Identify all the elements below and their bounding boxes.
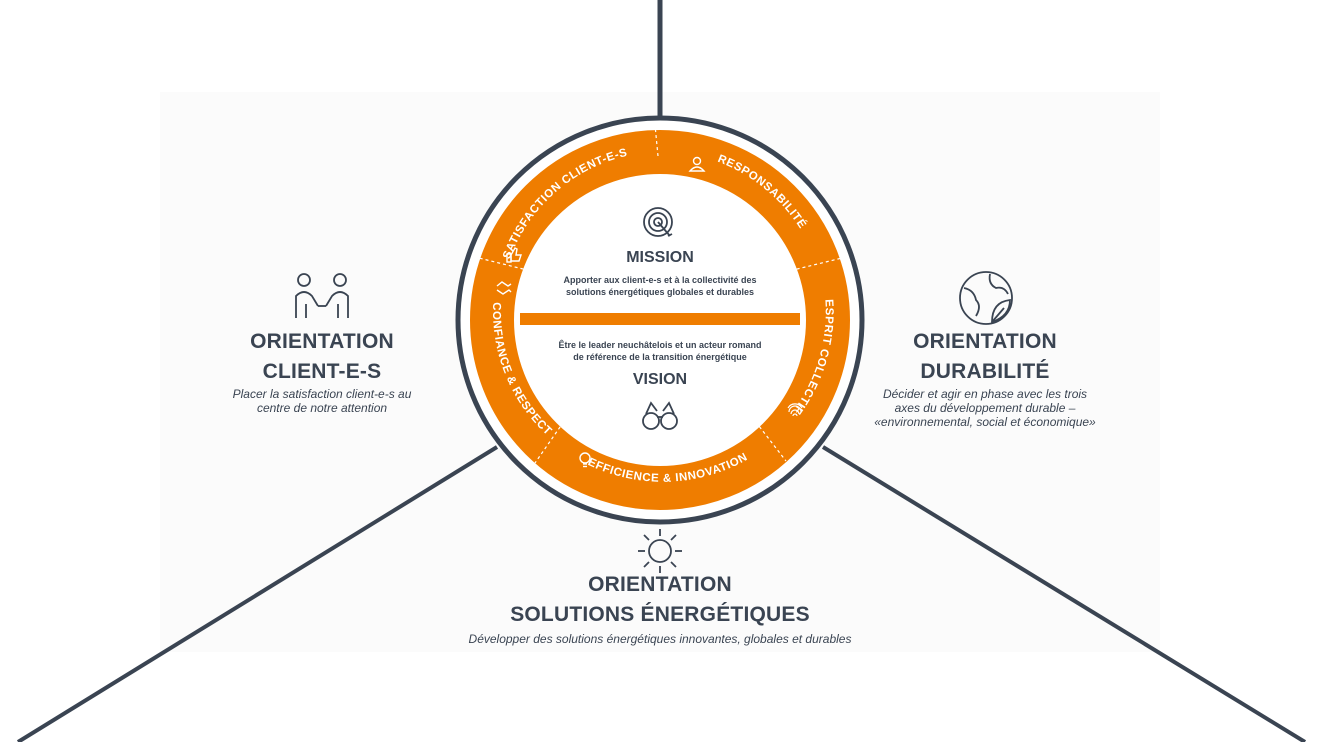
thumbs-up-icon — [506, 247, 522, 263]
orientation-client-title-line-1: ORIENTATION — [250, 330, 394, 353]
orientation-client-desc-line-1: Placer la satisfaction client-e-s au — [232, 387, 412, 401]
target-icon — [643, 207, 673, 237]
person-icon — [688, 156, 706, 172]
orientation-durabilite-desc-line-2: axes du développement durable – — [894, 401, 1076, 415]
orientation-durabilite-desc-line-3: «environnemental, social et économique» — [874, 415, 1096, 429]
divider-left — [16, 445, 499, 742]
people-icon — [295, 273, 349, 318]
divider-right — [821, 445, 1307, 742]
mission-text-line-2: solutions énergétiques globales et durab… — [565, 287, 755, 297]
orientation-client-title-line-2: CLIENT-E-S — [262, 360, 382, 383]
vision-text-line-2: de référence de la transition énergétiqu… — [573, 352, 747, 362]
sun-icon — [638, 529, 682, 573]
ring-separators — [478, 124, 843, 464]
vision-title: VISION — [632, 371, 688, 388]
lightbulb-icon — [579, 452, 591, 468]
mission-title: MISSION — [626, 249, 694, 266]
fingerprint-icon — [787, 403, 803, 417]
values-ring — [470, 130, 850, 510]
globe-leaf-icon — [959, 271, 1013, 325]
orientation-solutions-desc-line-1: Développer des solutions énergétiques in… — [468, 632, 852, 646]
center-band — [520, 313, 800, 325]
orientation-durabilite-title-line-2: DURABILITÉ — [920, 360, 1050, 383]
orientation-solutions-title-line-1: ORIENTATION — [588, 573, 732, 596]
orientation-durabilite-desc-line-1: Décider et agir en phase avec les trois — [882, 387, 1088, 401]
orientation-client-desc-line-2: centre de notre attention — [256, 401, 388, 415]
handshake-icon — [496, 281, 512, 295]
vision-text-line-1: Être le leader neuchâtelois et un acteur… — [558, 340, 762, 350]
orientation-durabilite-title-line-1: ORIENTATION — [913, 330, 1057, 353]
mission-text-line-1: Apporter aux client-e-s et à la collecti… — [563, 275, 757, 285]
binoculars-icon — [642, 401, 678, 430]
orientation-solutions-title-line-2: SOLUTIONS ÉNERGÉTIQUES — [510, 603, 810, 626]
